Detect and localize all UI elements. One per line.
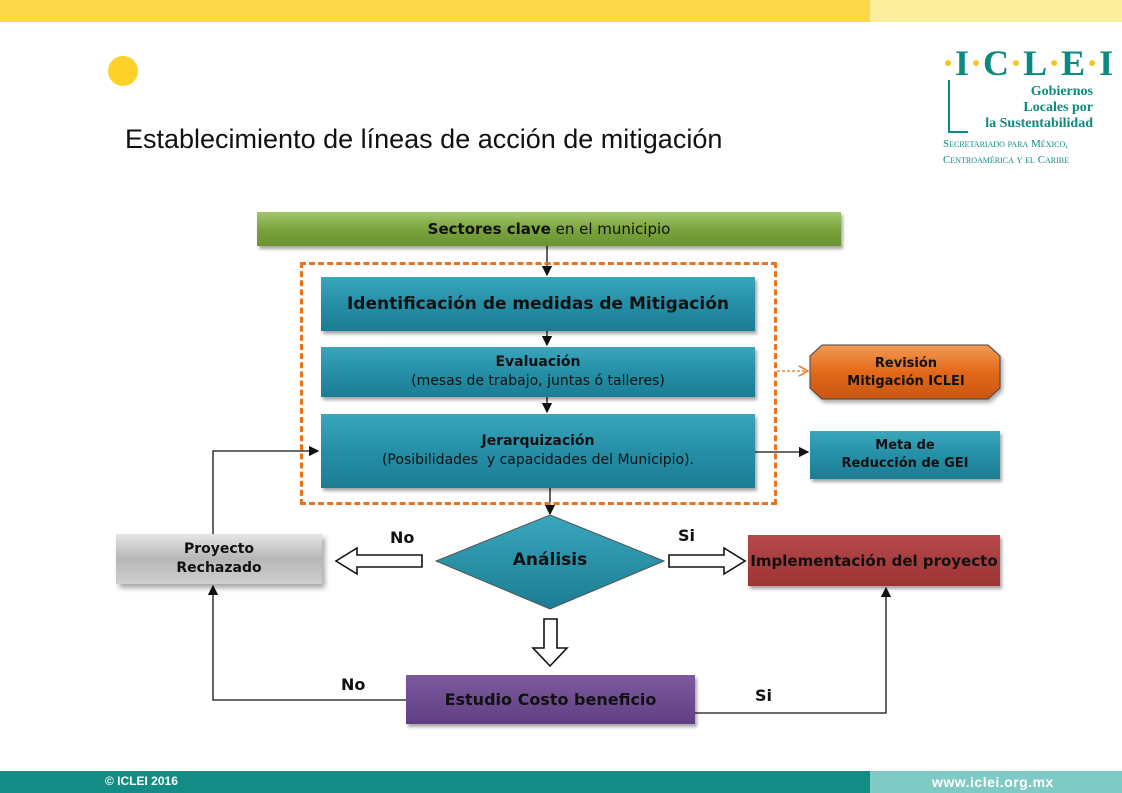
jerarquizacion-subtitle: (Posibilidades y capacidades del Municip… [381, 452, 695, 468]
label-si-estudio: Si [755, 686, 773, 705]
label-no-analisis: No [390, 528, 415, 547]
revision-line2: Mitigación ICLEI [847, 374, 965, 389]
proyecto-line2: Rechazado [176, 560, 262, 576]
logo-rule-foot [948, 131, 968, 133]
footer-bar-light [870, 771, 1122, 793]
page-title: Establecimiento de líneas de acción de m… [125, 124, 723, 154]
footer-bar [0, 771, 870, 793]
arrow-estudio-to-implementacion [695, 586, 892, 714]
implementacion-box: Implementación del proyecto [748, 535, 1000, 586]
jerarquizacion-title: Jerarquización [481, 433, 595, 449]
logo-secretariat-line2: Centroamérica y el Caribe [943, 154, 1070, 166]
label-no-estudio: No [341, 675, 366, 694]
analisis-label: Análisis [512, 550, 588, 570]
logo-text-line3: la Sustentabilidad [985, 116, 1093, 131]
proyecto-rechazado-box: Proyecto Rechazado [116, 534, 322, 584]
identificacion-box: Identificación de medidas de Mitigación [321, 277, 755, 331]
logo-rule [948, 80, 950, 132]
label-si-analisis: Si [678, 526, 696, 545]
sectores-bold: Sectores clave [427, 220, 551, 238]
evaluacion-title: Evaluación [495, 354, 581, 370]
revision-box: Revisión Mitigación ICLEI [810, 345, 1002, 401]
logo-text-line1: Gobiernos [1030, 84, 1093, 99]
sectores-rest: en el municipio [550, 220, 671, 238]
arrow-estudio-to-rechazado [207, 584, 406, 701]
evaluacion-box: Evaluación (mesas de trabajo, juntas ó t… [321, 347, 755, 397]
process-group-frame [300, 262, 777, 505]
revision-shape [809, 344, 1001, 400]
no-block-arrow [334, 546, 423, 576]
iclei-logo: ·I·C·L·E·I [942, 43, 1115, 83]
estudio-costo-box: Estudio Costo beneficio [406, 675, 695, 724]
bullet-dot [108, 56, 138, 86]
footer-copyright: © ICLEI 2016 [105, 774, 178, 788]
si-block-arrow [668, 546, 747, 576]
meta-reduccion-box: Meta de Reducción de GEI [810, 431, 1000, 479]
meta-line1: Meta de [875, 438, 935, 453]
evaluacion-subtitle: (mesas de trabajo, juntas ó talleres) [411, 373, 665, 389]
logo-text-line2: Locales por [1023, 100, 1093, 115]
logo-secretariat-line1: Secretariado para México, [943, 138, 1068, 150]
sectores-clave-box: Sectores clave en el municipio [257, 212, 841, 246]
top-accent-bar-light [870, 0, 1122, 22]
jerarquizacion-box: Jerarquización (Posibilidades y capacida… [321, 414, 755, 488]
revision-line1: Revisión [874, 356, 938, 371]
meta-line2: Reducción de GEI [841, 456, 969, 471]
down-block-arrow [531, 618, 569, 668]
proyecto-line1: Proyecto [183, 541, 254, 557]
analisis-diamond [434, 514, 666, 610]
footer-url: www.iclei.org.mx [932, 774, 1054, 790]
top-accent-bar [0, 0, 870, 22]
arrow-rechazado-to-jerarquizacion [212, 445, 320, 534]
